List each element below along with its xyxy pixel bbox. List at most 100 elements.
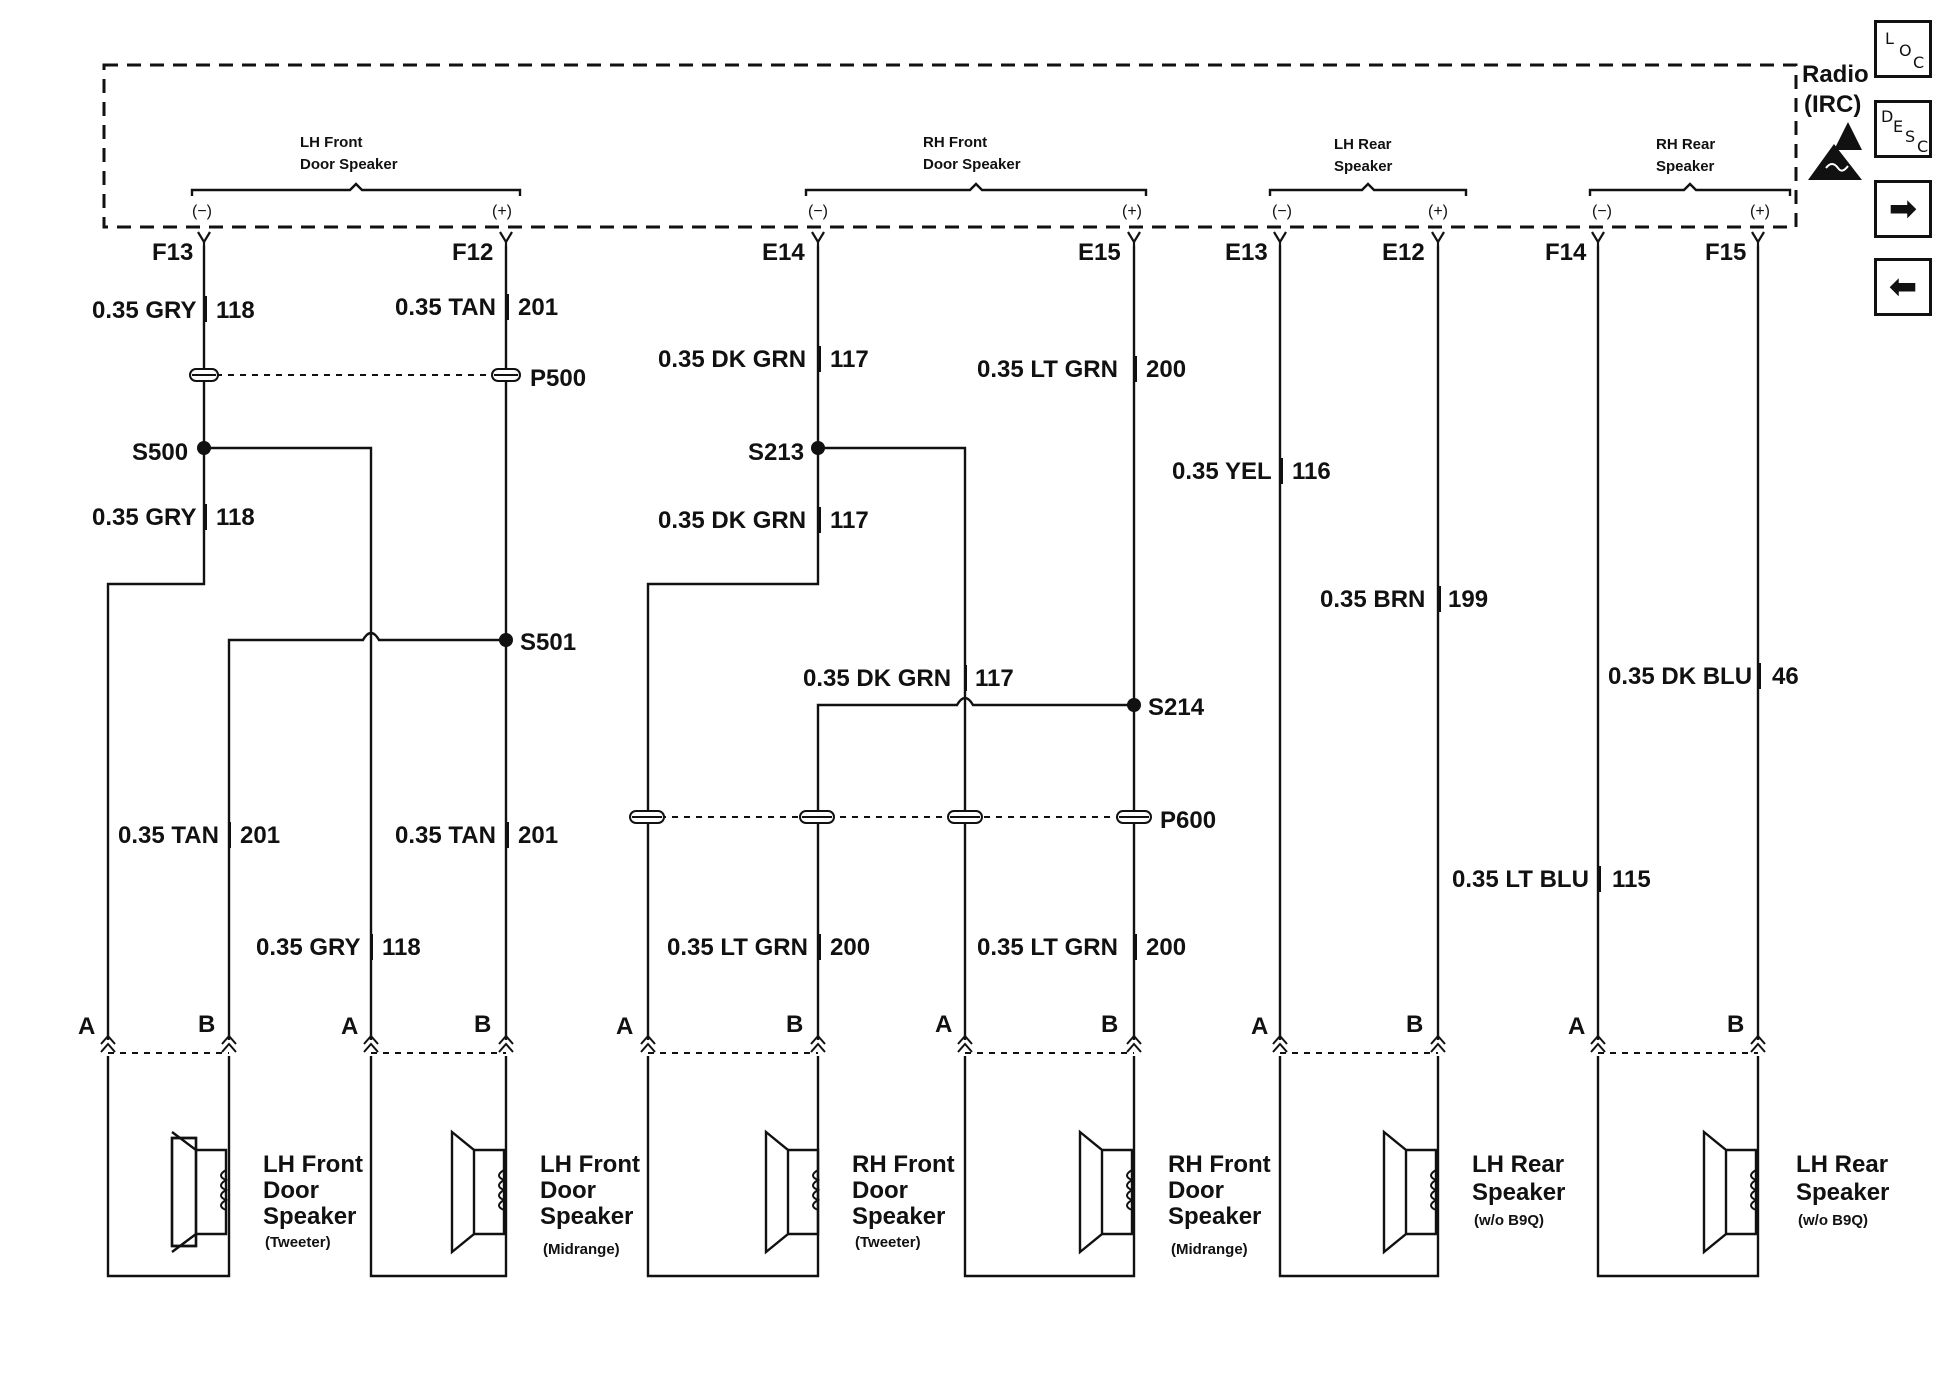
svg-text:A: A xyxy=(935,1011,952,1038)
wire-color-label: 0.35 LT BLU xyxy=(1452,866,1589,893)
speaker-lh-rear-2: LH Rear Speaker (w/o B9Q) xyxy=(1596,1056,1889,1278)
location-button[interactable]: L O C xyxy=(1874,20,1932,78)
svg-text:Speaker: Speaker xyxy=(1796,1179,1889,1206)
pin-label: E12 xyxy=(1382,239,1425,266)
speaker-lh-rear: LH Rear Speaker (w/o B9Q) xyxy=(1278,1056,1565,1278)
svg-text:A: A xyxy=(341,1013,358,1040)
svg-text:P600: P600 xyxy=(1160,807,1216,834)
next-page-button[interactable]: ➡ xyxy=(1874,180,1932,238)
svg-text:(Tweeter): (Tweeter) xyxy=(855,1234,921,1251)
wire-color-label: 0.35 TAN xyxy=(395,822,496,849)
wire-circuit-label: 201 xyxy=(518,294,558,321)
internal-group-lh-rear: LH Rear Speaker (−) (+) xyxy=(1268,136,1468,220)
wire-circuit-label: 200 xyxy=(1146,934,1186,961)
wire-circuit-label: 116 xyxy=(1292,458,1331,485)
splice-label: S501 xyxy=(520,629,576,656)
svg-text:(−): (−) xyxy=(1272,203,1292,220)
internal-group-lh-front: LH Front Door Speaker (−) (+) xyxy=(190,134,522,220)
speaker-lh-front-midrange: LH Front Door Speaker (Midrange) xyxy=(369,1056,640,1278)
svg-text:Speaker: Speaker xyxy=(263,1203,356,1230)
pin-label: F14 xyxy=(1545,239,1587,266)
svg-text:Door: Door xyxy=(540,1177,596,1204)
svg-text:(−): (−) xyxy=(1592,203,1612,220)
label-dividers xyxy=(205,294,1761,960)
wire-color-label: 0.35 TAN xyxy=(395,294,496,321)
radio-module-outline xyxy=(102,63,1798,229)
wire-circuit-label: 118 xyxy=(216,504,255,531)
wire-color-label: 0.35 GRY xyxy=(92,504,197,531)
wire-circuit-label: 115 xyxy=(1612,866,1651,893)
svg-text:A: A xyxy=(616,1013,633,1040)
svg-text:B: B xyxy=(474,1011,491,1038)
svg-text:P500: P500 xyxy=(530,365,586,392)
speaker-rh-front-tweeter: RH Front Door Speaker (Tweeter) xyxy=(646,1056,955,1278)
wire-circuit-label: 201 xyxy=(240,822,280,849)
svg-text:B: B xyxy=(1101,1011,1118,1038)
wire-color-label: 0.35 TAN xyxy=(118,822,219,849)
svg-text:A: A xyxy=(1568,1013,1585,1040)
wire-color-label: 0.35 GRY xyxy=(256,934,361,961)
radio-module-name: Radio xyxy=(1802,61,1869,88)
description-button[interactable]: D E S C xyxy=(1874,100,1932,158)
wire-circuit-label: 200 xyxy=(830,934,870,961)
speaker-rh-front-midrange: RH Front Door Speaker (Midrange) xyxy=(963,1056,1271,1278)
svg-text:Door Speaker: Door Speaker xyxy=(923,156,1021,173)
speaker-lh-front-tweeter: LH Front Door Speaker (Tweeter) xyxy=(106,1056,363,1278)
wire-circuit-label: 199 xyxy=(1448,586,1488,613)
svg-text:(−): (−) xyxy=(192,203,212,220)
wire-circuit-label: 118 xyxy=(382,934,421,961)
svg-text:LH Front: LH Front xyxy=(540,1151,640,1178)
svg-text:Speaker: Speaker xyxy=(540,1203,633,1230)
right-arrow-icon: ➡ xyxy=(1888,189,1918,229)
wire-color-label: 0.35 LT GRN xyxy=(977,934,1118,961)
svg-text:(+): (+) xyxy=(1122,203,1142,220)
wire-color-label: 0.35 DK GRN xyxy=(803,665,951,692)
svg-text:A: A xyxy=(78,1013,95,1040)
pin-label: E13 xyxy=(1225,239,1268,266)
wire-circuit-label: 117 xyxy=(830,507,869,534)
wire-color-label: 0.35 DK GRN xyxy=(658,346,806,373)
wire-circuit-label: 117 xyxy=(830,346,869,373)
pin-terminals xyxy=(197,231,1765,246)
svg-text:Door: Door xyxy=(1168,1177,1224,1204)
wire-circuit-label: 201 xyxy=(518,822,558,849)
svg-text:B: B xyxy=(1406,1011,1423,1038)
svg-text:A: A xyxy=(1251,1013,1268,1040)
svg-text:RH Rear: RH Rear xyxy=(1656,136,1715,153)
splice-label: S500 xyxy=(132,439,188,466)
svg-text:LH Rear: LH Rear xyxy=(1796,1151,1888,1178)
speaker-connectors xyxy=(100,1034,1766,1054)
svg-text:(Midrange): (Midrange) xyxy=(1171,1241,1248,1258)
pin-label: F12 xyxy=(452,239,493,266)
svg-text:RH Front: RH Front xyxy=(1168,1151,1271,1178)
wires-rear xyxy=(1278,246,1760,1040)
svg-text:B: B xyxy=(198,1011,215,1038)
svg-text:Speaker: Speaker xyxy=(1168,1203,1261,1230)
wire-color-label: 0.35 GRY xyxy=(92,297,197,324)
svg-text:Speaker: Speaker xyxy=(1472,1179,1565,1206)
pin-label: E14 xyxy=(762,239,805,266)
wire-color-label: 0.35 LT GRN xyxy=(977,356,1118,383)
esd-warning-icon xyxy=(1808,122,1862,180)
svg-text:Speaker: Speaker xyxy=(852,1203,945,1230)
wire-circuit-label: 46 xyxy=(1772,663,1799,690)
svg-text:LH Front: LH Front xyxy=(300,134,362,151)
left-arrow-icon: ⬅ xyxy=(1888,267,1918,307)
svg-text:LH Rear: LH Rear xyxy=(1472,1151,1564,1178)
svg-text:(w/o B9Q): (w/o B9Q) xyxy=(1474,1212,1544,1229)
svg-text:B: B xyxy=(1727,1011,1744,1038)
connector-p600: P600 xyxy=(629,807,1216,834)
svg-text:B: B xyxy=(786,1011,803,1038)
terminal-letters: A B A B A B A B A B A B xyxy=(78,1011,1744,1040)
internal-group-rh-front: RH Front Door Speaker (−) (+) xyxy=(804,134,1148,220)
wire-color-label: 0.35 LT GRN xyxy=(667,934,808,961)
splice-s213 xyxy=(811,441,825,455)
svg-text:Door: Door xyxy=(852,1177,908,1204)
wire-circuit-label: 200 xyxy=(1146,356,1186,383)
svg-text:(w/o B9Q): (w/o B9Q) xyxy=(1798,1212,1868,1229)
connector-p500: P500 xyxy=(189,365,586,392)
wire-color-label: 0.35 YEL xyxy=(1172,458,1272,485)
radio-module-name-sub: (IRC) xyxy=(1804,91,1861,118)
wires-rh-front xyxy=(646,246,1136,1040)
previous-page-button[interactable]: ⬅ xyxy=(1874,258,1932,316)
